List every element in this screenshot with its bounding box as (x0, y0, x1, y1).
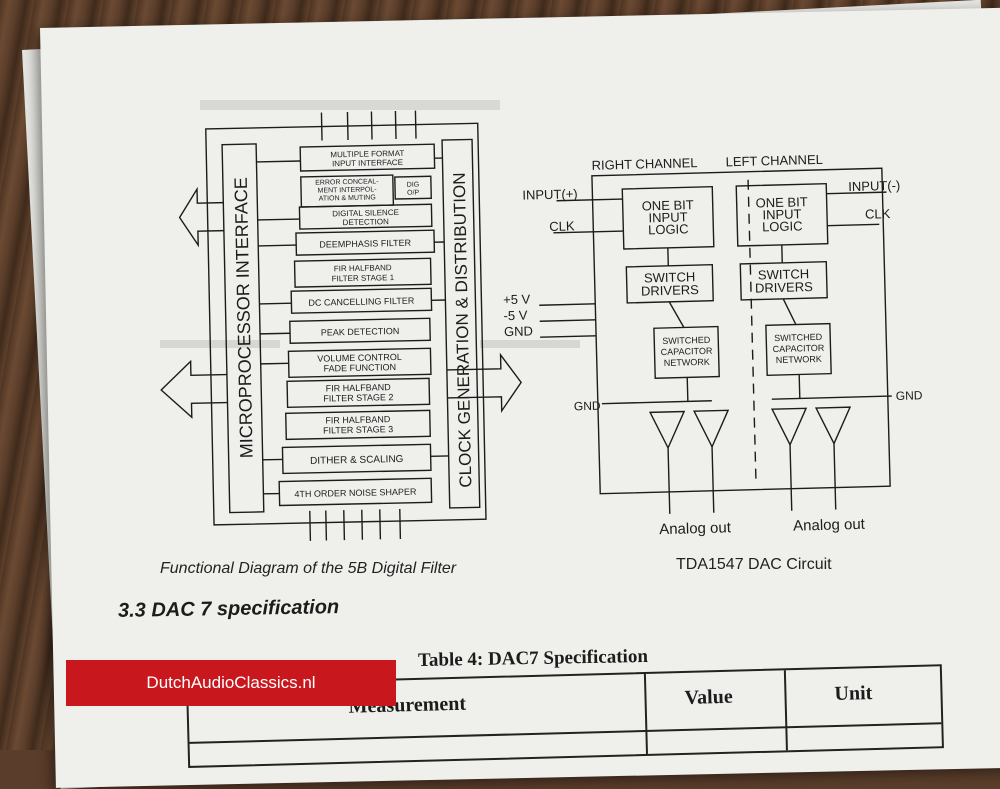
dac-outer-frame (592, 168, 890, 493)
capacitor-label: CAPACITOR (773, 343, 825, 354)
table-header-value: Value (684, 686, 733, 710)
gnd-label-right: GND (896, 388, 923, 403)
switched-label: SWITCHED (662, 335, 711, 346)
drivers-label: DRIVERS (641, 282, 699, 299)
section-heading: 3.3 DAC 7 specification (118, 596, 340, 623)
logic-label: LOGIC (648, 221, 689, 237)
drivers-label: DRIVERS (755, 279, 813, 296)
clk-label-left: CLK (865, 206, 891, 222)
input-minus-label: INPUT(-) (848, 178, 900, 194)
capacitor-label: CAPACITOR (661, 346, 713, 357)
clk-label-right: CLK (549, 218, 575, 234)
table-header-rule (190, 722, 942, 744)
dac-diagram-caption: TDA1547 DAC Circuit (676, 556, 832, 574)
table-header-unit: Unit (834, 682, 872, 706)
gnd-label: GND (504, 323, 533, 339)
filter-diagram-caption: Functional Diagram of the 5B Digital Fil… (160, 560, 456, 578)
channel-divider (748, 180, 756, 480)
right-channel-label: RIGHT CHANNEL (591, 155, 697, 173)
analog-out-label: Analog out (793, 516, 866, 535)
logic-label: LOGIC (762, 218, 803, 234)
plus5v-label: +5 V (503, 291, 531, 307)
input-plus-label: INPUT(+) (522, 186, 578, 202)
dac-circuit-diagram: RIGHT CHANNEL LEFT CHANNEL INPUT(+) INPU… (0, 0, 1000, 750)
table-divider (784, 670, 788, 750)
table-divider (644, 674, 648, 754)
network-label: NETWORK (776, 354, 822, 365)
minus5v-label: -5 V (503, 308, 528, 324)
switched-label: SWITCHED (774, 332, 823, 343)
analog-out-label: Analog out (659, 519, 732, 538)
table-title: Table 4: DAC7 Specification (418, 646, 648, 672)
left-channel-label: LEFT CHANNEL (725, 152, 823, 170)
watermark-banner: DutchAudioClassics.nl (66, 660, 396, 706)
network-label: NETWORK (664, 357, 710, 368)
gnd-label-left: GND (574, 399, 601, 414)
